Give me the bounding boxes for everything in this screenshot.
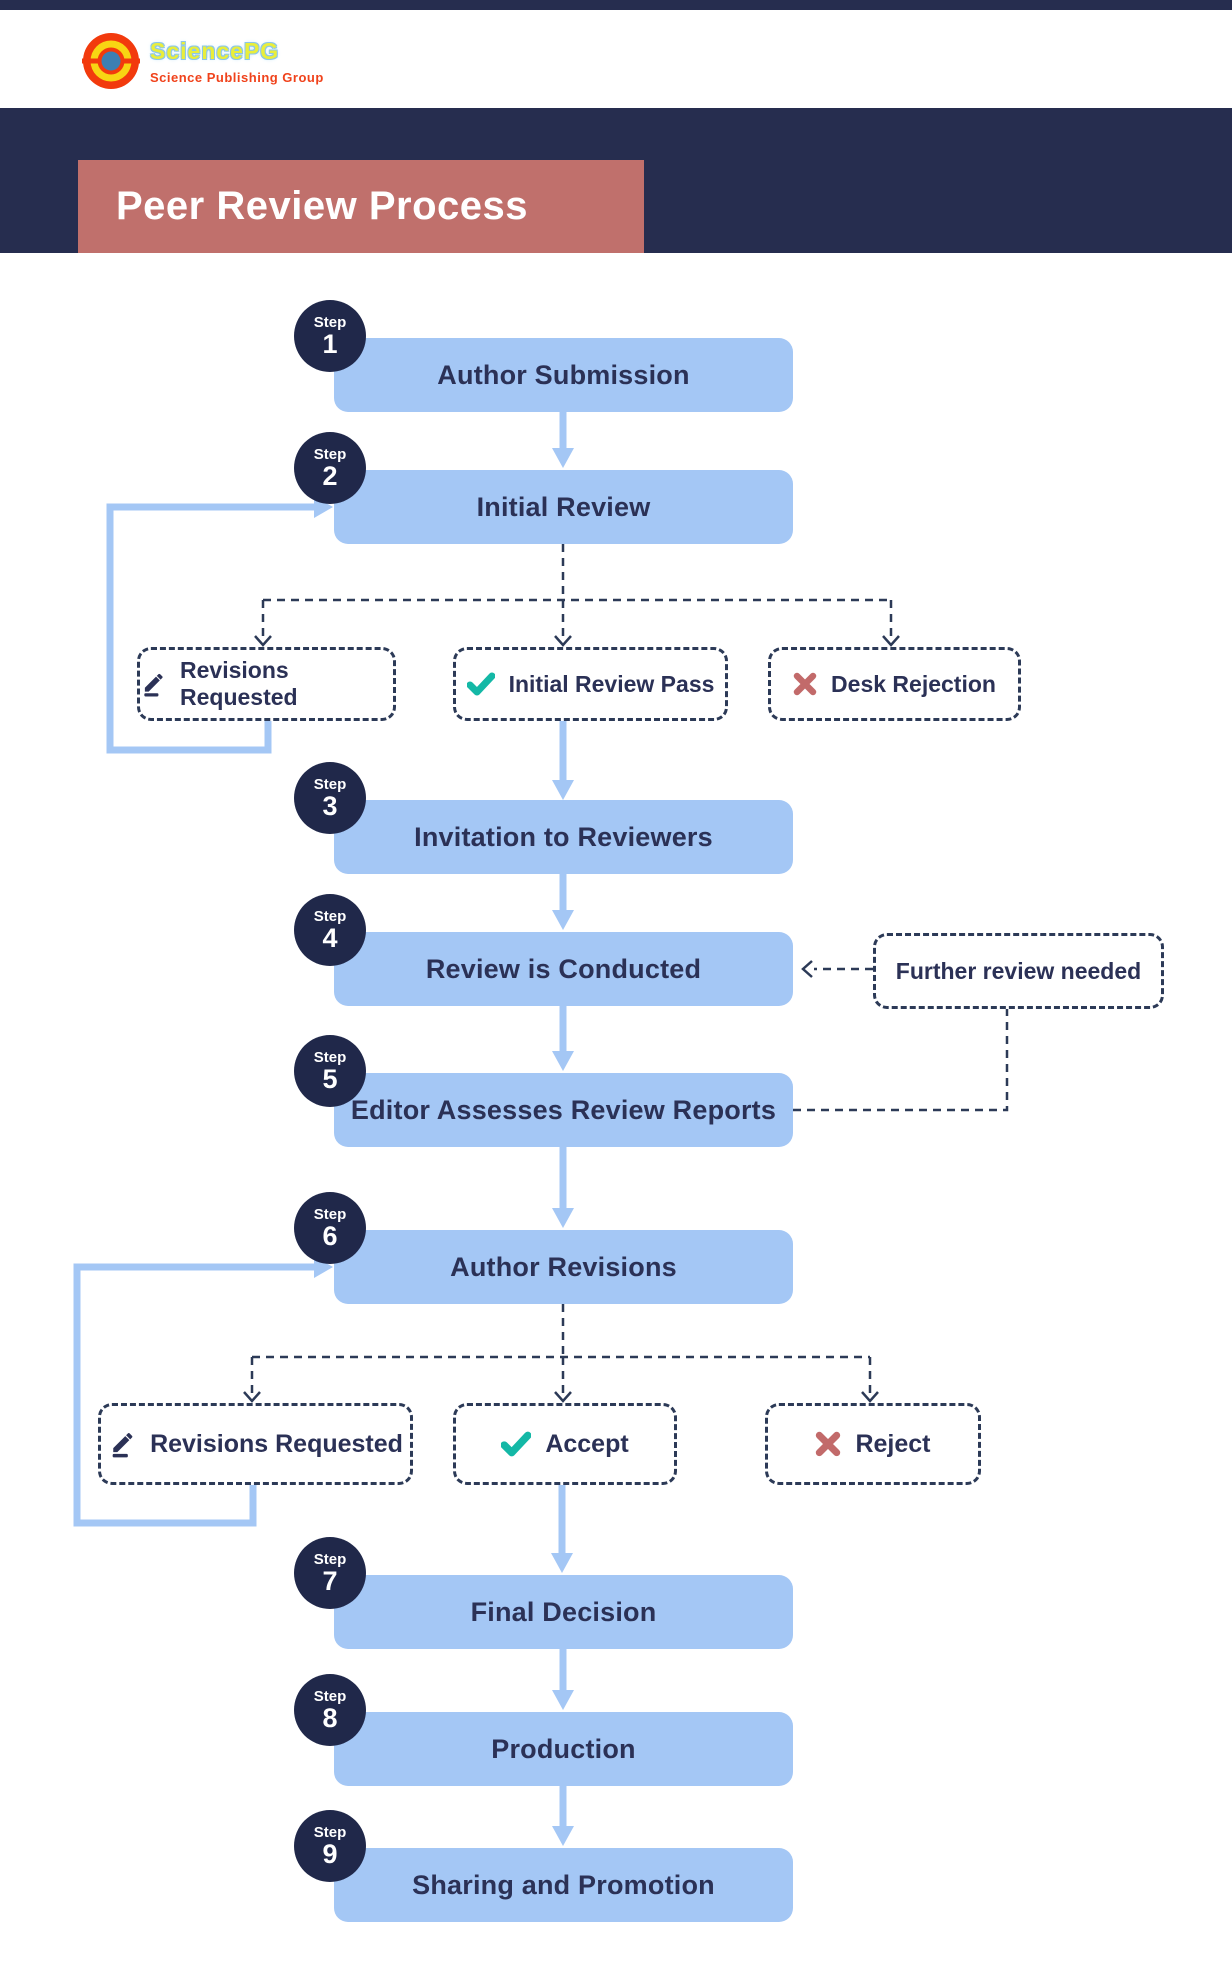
step-label: Author Revisions [450,1251,677,1282]
step-label: Production [491,1733,636,1764]
dashed-step5-to-furtherreview [793,1006,1009,1112]
chevron-down [254,635,272,647]
step-number: 1 [322,328,338,359]
step-label: Sharing and Promotion [412,1869,715,1900]
option-label: Initial Review Pass [508,670,715,697]
option-label: Revisions Requested [180,657,298,710]
option-label: Reject [855,1429,931,1458]
option-reject: Reject [765,1403,981,1485]
option-desk-rejection: Desk Rejection [768,647,1021,721]
arrowhead [551,1553,573,1573]
step-word: Step [313,313,347,331]
check-icon [501,1431,532,1457]
step-label: Initial Review [476,491,651,522]
step-label: Invitation to Reviewers [414,821,713,852]
logo-tagline: Science Publishing Group [150,69,324,85]
step-box-production: Production [334,1712,793,1786]
chevron-down [861,1391,879,1403]
chevron-down [882,635,900,647]
pencil-icon [140,671,166,697]
arrowhead [552,1826,574,1846]
step-word: Step [313,775,347,793]
x-icon [815,1431,841,1457]
option-label: Desk Rejection [831,670,996,697]
sciencepg-logo: SciencePG Science Publishing Group [82,30,324,92]
chevron-down [243,1391,261,1403]
step-word: Step [313,1550,347,1568]
chevron-down [554,635,572,647]
step-label: Author Submission [437,359,690,390]
arrowhead [552,1690,574,1710]
step-box-invitation-to-reviewers: Invitation to Reviewers [334,800,793,874]
chevron-down [554,1391,572,1403]
option-revisions-requested-1: Revisions Requested [137,647,396,721]
option-label: Accept [545,1429,629,1458]
top-accent-bar [0,0,1232,10]
step-number: 8 [322,1702,338,1733]
step-word: Step [313,445,347,463]
arrowhead [552,910,574,930]
option-initial-review-pass: Initial Review Pass [453,647,728,721]
arrowhead [552,780,574,800]
step-box-editor-assesses-review-reports: Editor Assesses Review Reports [334,1073,793,1147]
logo-name: SciencePG [150,37,280,64]
step-label: Final Decision [470,1596,657,1627]
option-revisions-requested-2: Revisions Requested [98,1403,413,1485]
step-number: 9 [322,1838,338,1869]
step-box-author-revisions: Author Revisions [334,1230,793,1304]
step-word: Step [313,1823,347,1841]
step-label: Review is Conducted [425,953,702,984]
option-accept: Accept [453,1403,677,1485]
step-label: Editor Assesses Review Reports [350,1094,777,1125]
step-box-final-decision: Final Decision [334,1575,793,1649]
check-icon [466,672,495,696]
step-number: 6 [322,1220,338,1251]
step-word: Step [313,1205,347,1223]
page-title: Peer Review Process [116,184,528,228]
option-label: Revisions Requested [150,1429,403,1458]
arrowhead [552,1208,574,1228]
logo-text: SciencePG Science Publishing Group [150,38,324,85]
step-number: 5 [322,1063,338,1094]
step-number: 7 [322,1565,338,1596]
step-word: Step [313,1048,347,1066]
note-label: Further review needed [895,957,1142,984]
chevron-left [801,960,813,978]
sciencepg-logo-icon [82,33,140,89]
step-box-initial-review: Initial Review [334,470,793,544]
pencil-icon [108,1430,136,1458]
step-number: 2 [322,460,338,491]
title-box: Peer Review Process [78,160,644,253]
arrowhead [552,448,574,468]
note-further-review-needed: Further review needed [873,933,1164,1009]
step-word: Step [313,907,347,925]
step-number: 4 [322,922,338,953]
arrowhead [552,1051,574,1071]
step-number: 3 [322,790,338,821]
step-word: Step [313,1687,347,1705]
step-box-sharing-and-promotion: Sharing and Promotion [334,1848,793,1922]
step-box-author-submission: Author Submission [334,338,793,412]
x-icon [793,672,817,696]
step-box-review-is-conducted: Review is Conducted [334,932,793,1006]
